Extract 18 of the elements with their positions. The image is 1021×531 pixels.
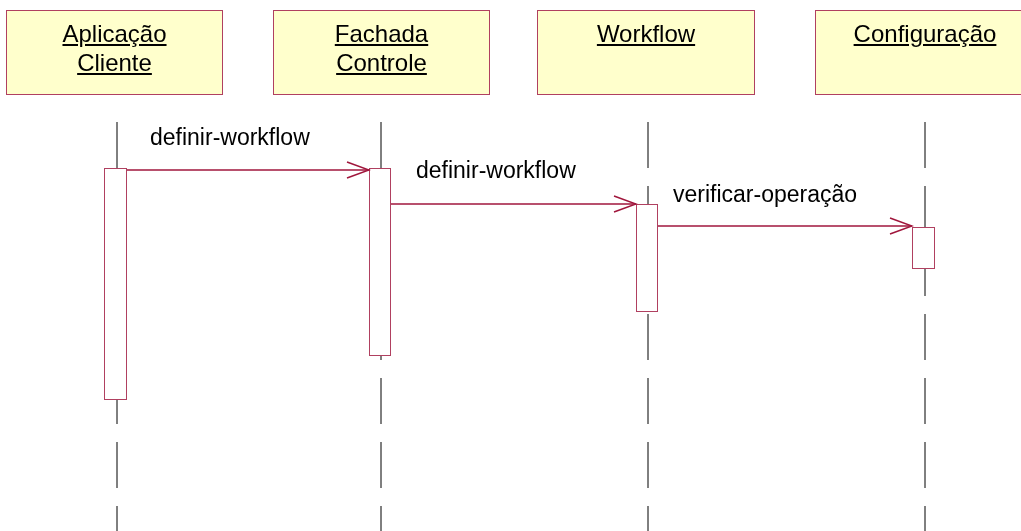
edge-label: definir-workflow: [150, 124, 310, 151]
lifeline-head-box: [273, 10, 490, 95]
message-arrow: [126, 161, 370, 179]
edge-label: definir-workflow: [416, 157, 576, 184]
object-name: Configuração: [853, 19, 997, 48]
activation-bar: [636, 204, 658, 312]
message-arrow: [657, 217, 913, 235]
object-name: Fachada Controle: [333, 19, 430, 77]
lifeline-head-box: [815, 10, 1021, 95]
activation-bar: [104, 168, 127, 400]
message-arrow: [390, 195, 637, 213]
lifeline-head-box: [537, 10, 755, 95]
edge-label: verificar-operação: [673, 181, 858, 208]
lifeline-head-box: [6, 10, 223, 95]
activation-bar: [369, 168, 391, 356]
object-name: Workflow: [596, 19, 696, 48]
activation-bar: [912, 227, 935, 269]
object-name: Aplicação Cliente: [61, 19, 168, 77]
